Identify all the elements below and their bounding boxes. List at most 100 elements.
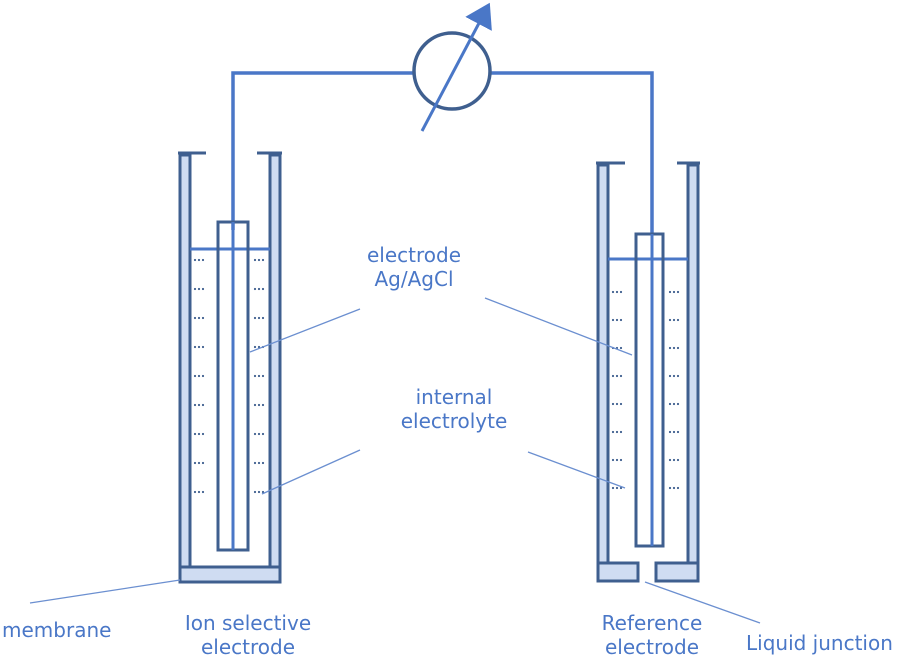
electrolyte-dot (261, 374, 265, 378)
electrolyte-dot (619, 402, 623, 406)
electrolyte-dot (253, 490, 257, 494)
electrolyte-dot (615, 290, 619, 294)
electrolyte-dot (257, 287, 261, 291)
ion-selective-electrode-label: Ion selective electrode (170, 611, 326, 659)
electrolyte-dot (197, 287, 201, 291)
membrane-label: membrane (2, 618, 112, 642)
electrolyte-dot (611, 458, 615, 462)
electrolyte-dot (676, 458, 680, 462)
electrolyte-dot (261, 461, 265, 465)
ise-right-wall (268, 153, 282, 569)
leader-liquid-junction (644, 581, 761, 624)
electrolyte-dot (672, 458, 676, 462)
electrolyte-dot (261, 403, 265, 407)
reference-electrode-label-line1: Reference (601, 611, 703, 635)
leader-electrode-right (484, 297, 633, 356)
electrolyte-dot (253, 461, 257, 465)
electrolyte-dot (253, 258, 257, 262)
circuit-wires (231, 71, 654, 235)
electrolyte-dot (253, 316, 257, 320)
ref-bottom-block-left (596, 561, 640, 583)
electrolyte-dot (201, 258, 205, 262)
electrolyte-dot (668, 458, 672, 462)
electrolyte-dot (201, 432, 205, 436)
leader-electrolyte-left (261, 449, 361, 495)
electrolyte-dot (672, 486, 676, 490)
electrolyte-dot (672, 290, 676, 294)
electrolyte-dot (619, 346, 623, 350)
electrolyte-dot (676, 318, 680, 322)
electrolyte-dot (201, 287, 205, 291)
electrolyte-dot (668, 402, 672, 406)
electrolyte-dot (193, 345, 197, 349)
left-wire (231, 71, 415, 230)
electrolyte-dot (197, 403, 201, 407)
electrolyte-dot (257, 316, 261, 320)
electrolyte-dot (257, 345, 261, 349)
electrolyte-dot (676, 290, 680, 294)
electrolyte-dot (672, 402, 676, 406)
electrolyte-dot (668, 290, 672, 294)
electrode-label: electrode Ag/AgCl (344, 243, 484, 291)
electrolyte-dot (261, 258, 265, 262)
electrolyte-dot (253, 403, 257, 407)
electrolyte-dot (193, 287, 197, 291)
electrolyte-dot (201, 374, 205, 378)
electrolyte-dot (672, 318, 676, 322)
electrolyte-dot (197, 345, 201, 349)
voltmeter (412, 2, 492, 132)
electrolyte-dot (197, 374, 201, 378)
electrolyte-dot (611, 430, 615, 434)
electrolyte-dot (253, 432, 257, 436)
electrolyte-dot (619, 318, 623, 322)
electrolyte-dot (193, 490, 197, 494)
ise-electrolyte-dots (193, 258, 265, 494)
ref-bottom-block-right (654, 561, 700, 583)
electrolyte-dot (615, 430, 619, 434)
electrolyte-dot (197, 316, 201, 320)
electrolyte-dot (257, 461, 261, 465)
electrolyte-dot (253, 374, 257, 378)
electrolyte-dot (611, 486, 615, 490)
electrolyte-dot (257, 490, 261, 494)
electrolyte-dot (619, 486, 623, 490)
electrolyte-dot (201, 403, 205, 407)
internal-electrolyte-label: internal electrolyte (384, 385, 524, 433)
electrolyte-dot (611, 318, 615, 322)
ion-selective-electrode (178, 151, 282, 584)
electrolyte-dot (676, 374, 680, 378)
ref-left-wall (596, 163, 610, 565)
electrolyte-dot (253, 287, 257, 291)
electrode-label-line1: electrode (366, 243, 462, 267)
electrolyte-dot (193, 461, 197, 465)
electrolyte-dot (668, 346, 672, 350)
electrolyte-dot (668, 318, 672, 322)
electrolyte-dot (619, 374, 623, 378)
leader-electrolyte-right (527, 451, 626, 489)
electrolyte-dot (193, 258, 197, 262)
electrolyte-dot (668, 430, 672, 434)
ise-left-wall (178, 153, 192, 569)
electrolyte-dot (197, 490, 201, 494)
electrolyte-dot (257, 432, 261, 436)
electrolyte-dot (615, 374, 619, 378)
electrolyte-dot (676, 402, 680, 406)
electrolyte-dot (253, 345, 257, 349)
ion-selective-electrode-label-line2: electrode (200, 635, 296, 659)
liquid-junction-label: Liquid junction (746, 631, 893, 655)
reference-electrode (596, 161, 700, 583)
electrode-label-line2: Ag/AgCl (374, 267, 454, 291)
electrolyte-dot (615, 318, 619, 322)
electrolyte-dot (676, 486, 680, 490)
electrolyte-dot (672, 346, 676, 350)
electrolyte-dot (257, 403, 261, 407)
reference-electrode-label: Reference electrode (584, 611, 720, 659)
voltmeter-body (412, 31, 492, 111)
leader-membrane (29, 579, 181, 604)
internal-electrolyte-label-line1: internal (415, 385, 493, 409)
electrolyte-dot (197, 432, 201, 436)
reference-electrode-label-line2: electrode (604, 635, 700, 659)
electrolyte-dot (668, 486, 672, 490)
electrolyte-dot (611, 374, 615, 378)
